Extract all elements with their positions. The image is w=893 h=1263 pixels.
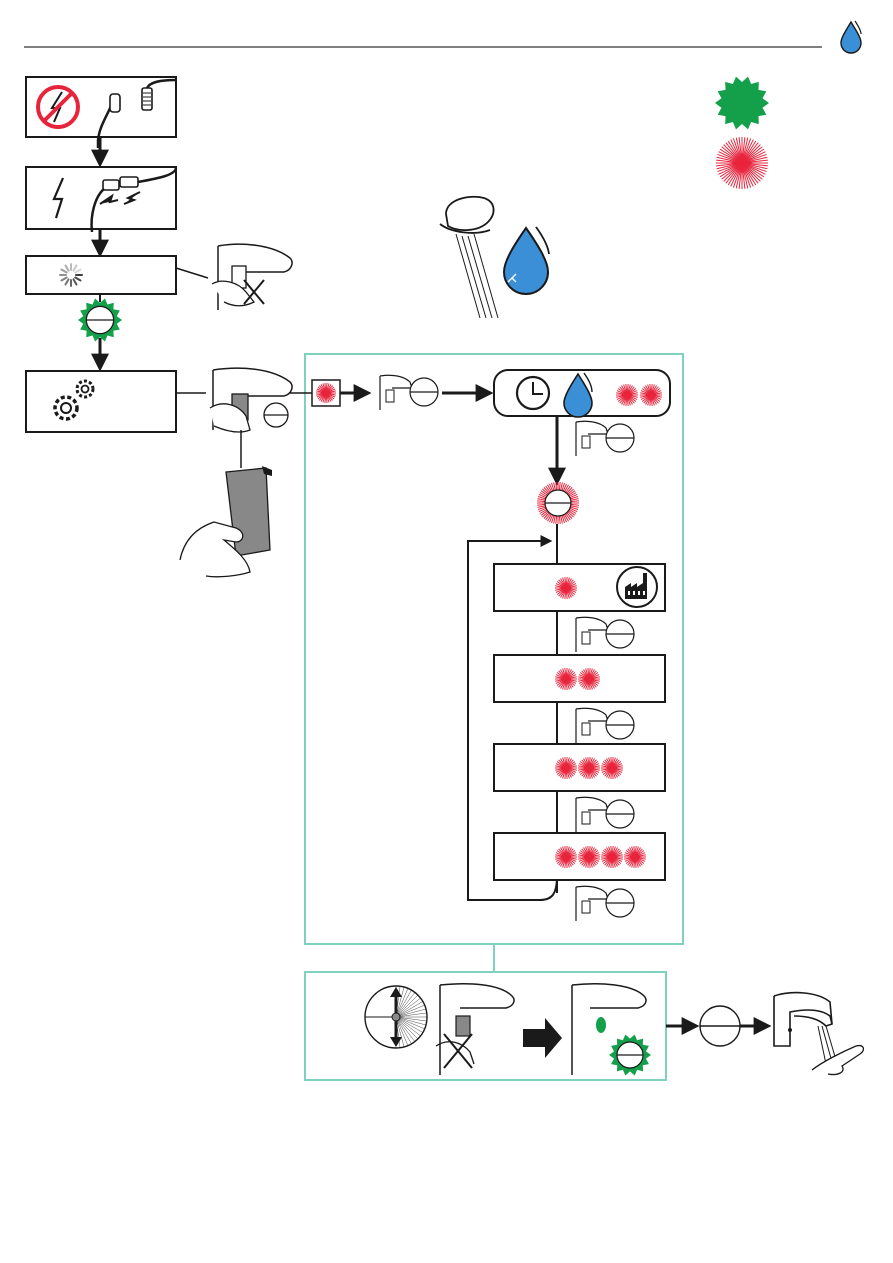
step-settings [26,368,292,577]
big-arrow-icon [523,1018,562,1058]
hand-with-cloth-icon [180,466,272,577]
mode-card [494,564,665,611]
mode-card [494,655,665,702]
clock-icon [517,377,549,409]
mode-card [494,744,665,791]
red-led-square-icon [312,380,340,406]
green-steady-light-icon [715,77,769,130]
no-hand-icon [436,984,514,1075]
sensor-icon [576,617,634,652]
step-startup [26,244,292,310]
no-power-icon [38,87,78,127]
sensor-range-dial-icon [365,986,427,1048]
timer-card [494,370,670,417]
sensor-icon [576,797,634,832]
cover-sensor-icon [210,368,292,432]
ready-green-led-icon [78,299,122,342]
faucet-water-icon [440,197,498,318]
factory-icon [617,567,657,607]
sensor-icon [700,1006,740,1046]
step-connect-power [26,167,176,232]
sensor-icon [576,886,634,921]
hand-away-from-sensor-icon [212,244,292,310]
red-led-ring-icon [537,482,579,524]
green-led-icon [609,1035,651,1076]
red-flashing-light-icon [716,137,768,189]
mode-card [494,833,665,880]
water-drop-icon [841,21,861,53]
sensor-icon [576,708,634,743]
faucet-with-water-icon [774,993,863,1075]
sensor-icon [380,375,438,410]
sensor-icon [576,421,634,456]
water-drop-icon [504,227,549,294]
